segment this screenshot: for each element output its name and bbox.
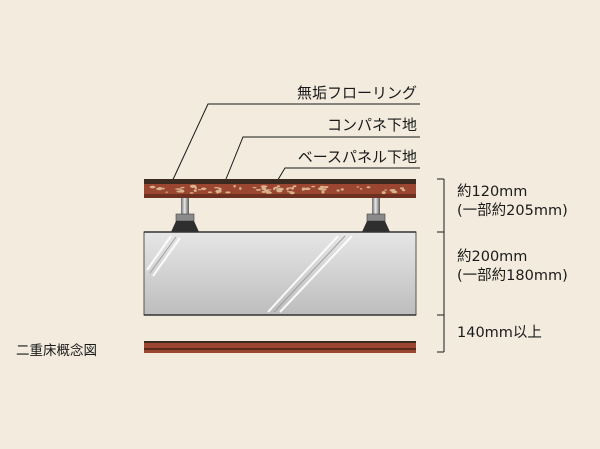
board-chip [288, 187, 292, 189]
board-chip [161, 187, 165, 190]
board-chip [225, 191, 231, 194]
board-chip [261, 190, 266, 193]
diagram-caption: 二重床概念図 [16, 343, 97, 359]
board-chip [321, 190, 325, 194]
board-chip [323, 186, 329, 189]
board-chip [291, 186, 294, 190]
board-chip [207, 191, 213, 193]
board-chip [265, 189, 272, 191]
dimension-slab-note: (一部約180mm) [457, 268, 568, 284]
dimension-label-floor: 約120mm (一部約205mm) [457, 183, 568, 221]
board-chip [189, 192, 194, 194]
board-chip [213, 187, 220, 189]
board-chip [175, 188, 182, 190]
label-konpane: コンパネ下地 [326, 116, 417, 134]
board-chip [336, 189, 340, 192]
board-chip [261, 187, 267, 191]
dimension-label-slab: 約200mm (一部約180mm) [457, 248, 568, 286]
board-chip [389, 189, 396, 192]
board-chip [260, 185, 268, 188]
board-chip [319, 186, 326, 188]
board-chip [197, 189, 202, 191]
support-post-right [362, 198, 390, 232]
support-post-left [171, 198, 199, 232]
board-chip [292, 185, 297, 188]
board-chip [384, 189, 387, 191]
lower-ceiling-layer [144, 341, 416, 353]
board-chip [149, 185, 156, 189]
board-chip [189, 184, 197, 188]
board-chip [366, 186, 371, 189]
board-chip [356, 186, 360, 188]
label-muku-flooring: 無垢フローリング [296, 84, 417, 102]
base-panel-layer [144, 194, 416, 198]
board-chip [265, 191, 273, 194]
board-chip [359, 188, 363, 190]
board-texture [149, 184, 406, 195]
board-chip [401, 189, 406, 192]
board-chip [193, 189, 197, 192]
board-chip [252, 187, 257, 189]
board-chip [180, 186, 185, 189]
board-chip [273, 186, 278, 189]
board-chip [179, 189, 185, 193]
dimension-label-ceiling: 140mm以上 [457, 324, 542, 343]
dimension-floor-main: 約120mm [457, 184, 528, 200]
board-chip [255, 189, 262, 191]
board-chip [304, 187, 311, 191]
board-chip [317, 187, 324, 191]
leader-line-flooring [169, 103, 420, 187]
board-chip [301, 187, 305, 191]
board-chip [194, 186, 197, 190]
board-chip [311, 185, 316, 188]
dimension-slab-main: 約200mm [457, 249, 528, 265]
board-chip [277, 187, 284, 191]
board-chip [201, 187, 207, 191]
dimension-bracket [437, 178, 445, 353]
board-chip [289, 191, 295, 195]
concrete-slab [143, 231, 417, 316]
board-chip [381, 191, 386, 195]
flooring-layer [144, 179, 416, 184]
board-chip [218, 188, 222, 192]
board-chip [216, 191, 219, 194]
board-chip [233, 184, 236, 188]
dimension-floor-note: (一部約205mm) [457, 203, 568, 219]
board-chip [340, 188, 344, 191]
board-chip [276, 185, 281, 188]
board-chip [190, 185, 193, 187]
board-chip [157, 187, 163, 191]
board-chip [218, 187, 222, 190]
floor-board [144, 179, 416, 198]
dimension-ceiling-main: 140mm以上 [457, 325, 542, 341]
label-base-panel: ベースパネル下地 [297, 148, 417, 166]
leader-line-konpane [221, 136, 420, 190]
board-chip [165, 191, 168, 193]
board-chip [239, 187, 242, 190]
